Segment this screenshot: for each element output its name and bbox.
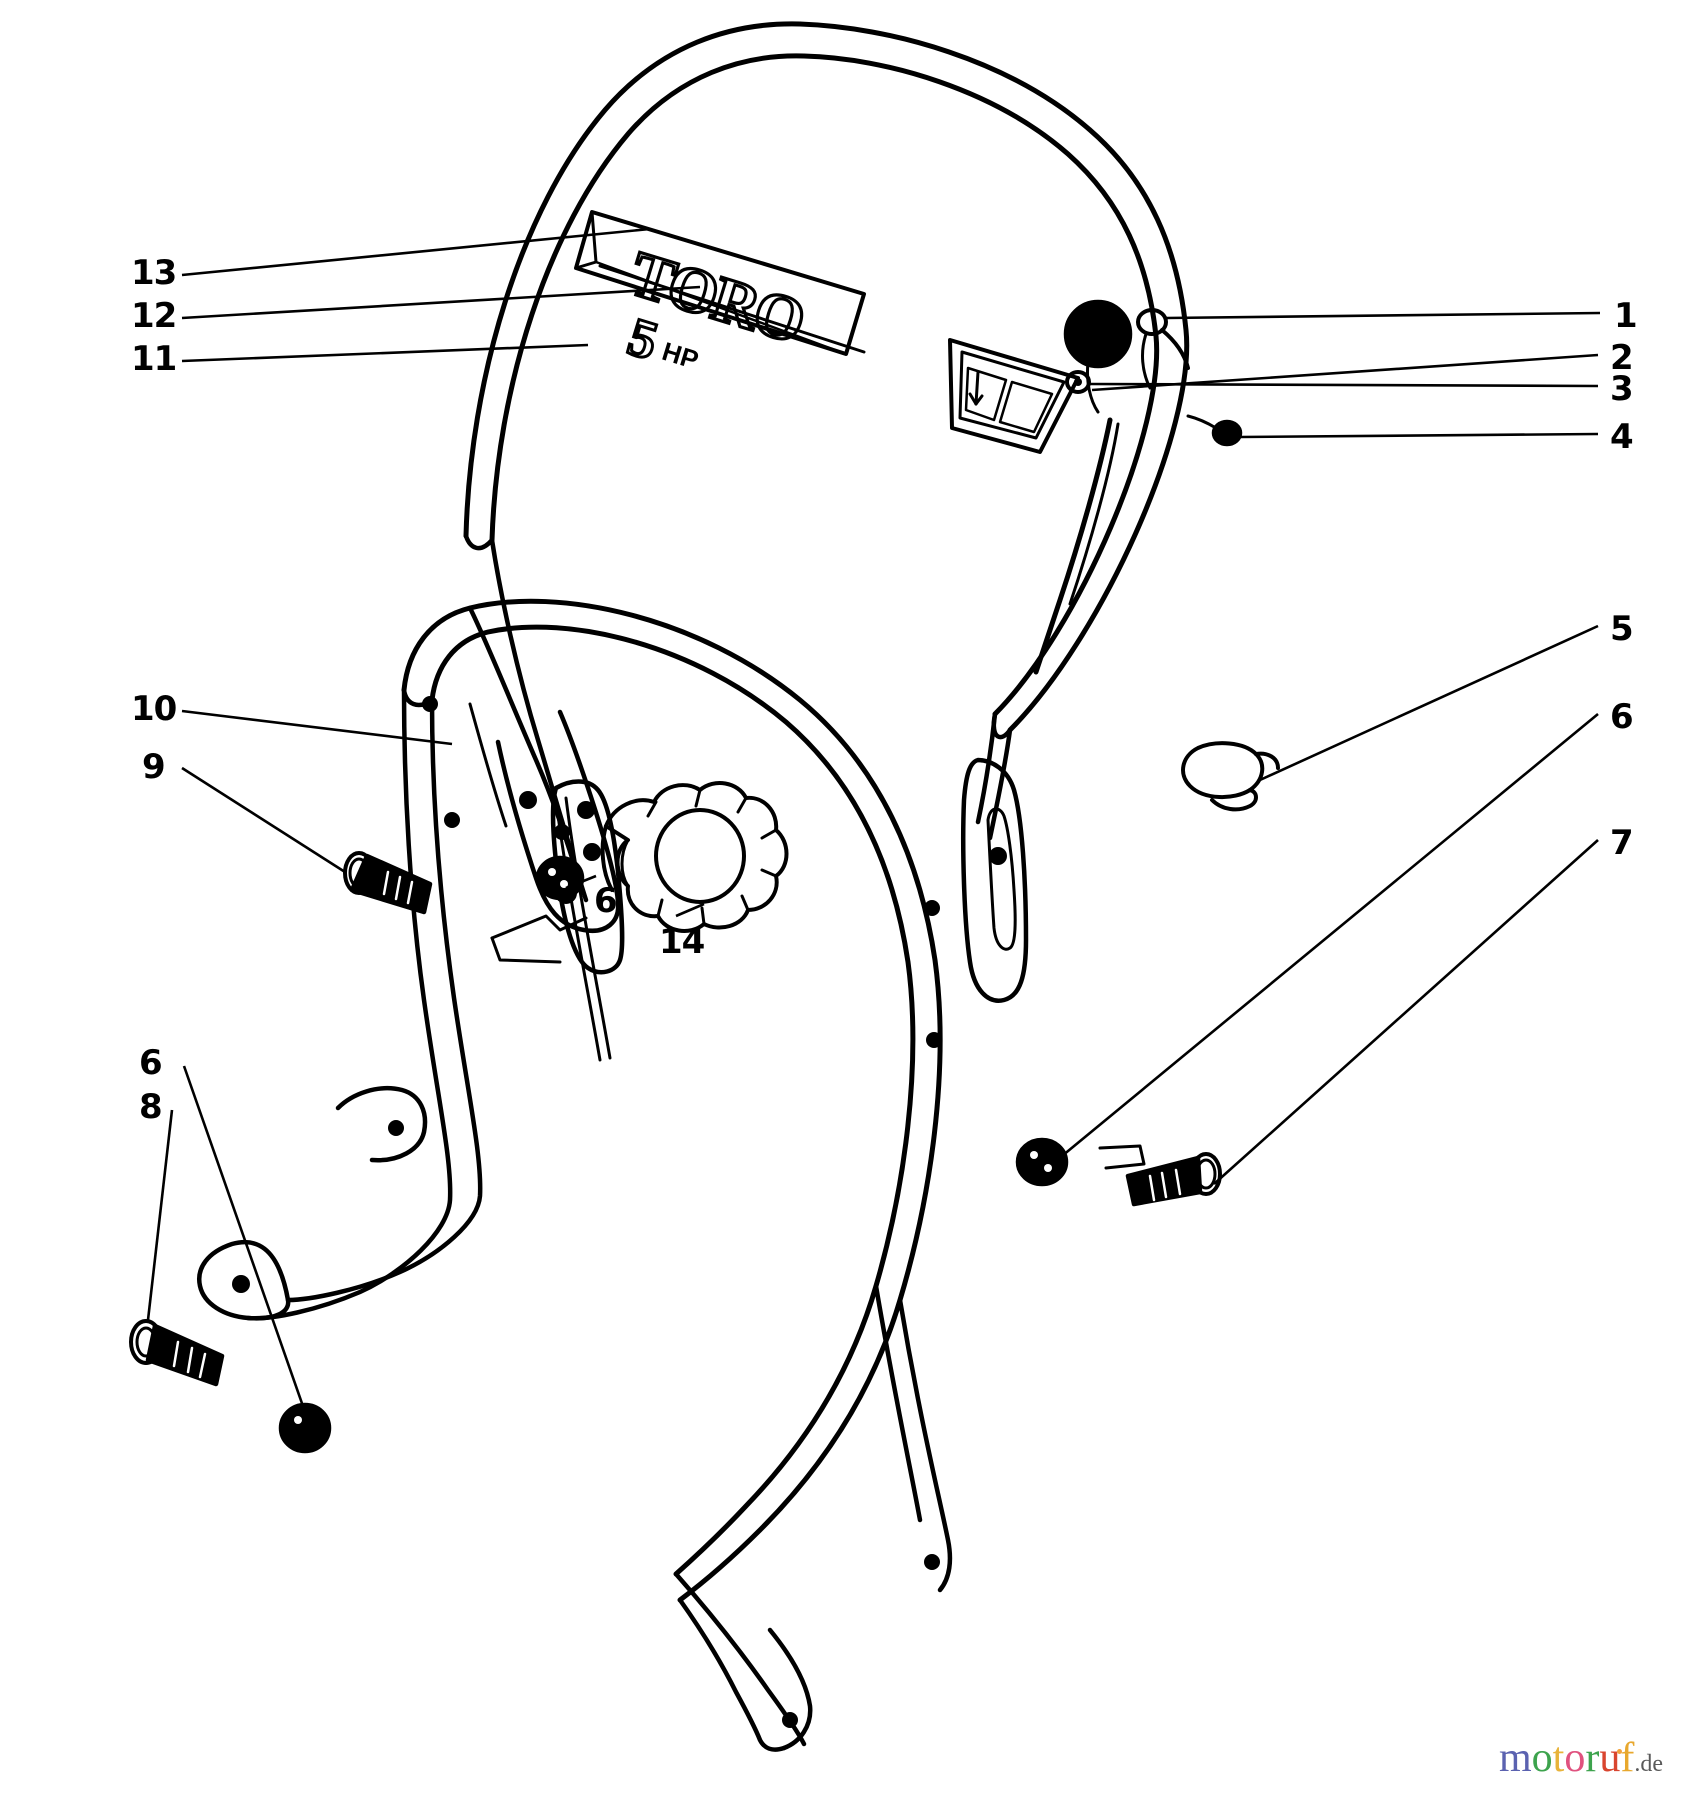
carriage-bolt-9 — [343, 851, 433, 915]
callout-9: 9 — [142, 747, 166, 787]
leader-8 — [146, 1109, 174, 1321]
callout-6-center: 6 — [594, 881, 618, 921]
callout-1: 1 — [1614, 296, 1638, 336]
watermark-accent-dot — [1617, 1749, 1622, 1754]
callout-6-right: 6 — [1610, 697, 1634, 737]
leader-10 — [181, 709, 453, 746]
callout-3: 3 — [1610, 369, 1634, 409]
lower-right-leg-inner — [897, 1297, 953, 1593]
callout-4: 4 — [1610, 417, 1634, 457]
upper-handle-tube — [463, 21, 1190, 733]
right-bracket-connector — [1098, 1144, 1146, 1170]
callout-14: 14 — [659, 922, 705, 962]
leader-13 — [181, 227, 651, 277]
leader-9 — [181, 766, 346, 874]
leader-6-right — [1061, 712, 1599, 1158]
lower-right-leg-inner2 — [873, 1283, 923, 1523]
callout-13: 13 — [131, 253, 177, 293]
callout-7: 7 — [1610, 823, 1634, 863]
left-hinge-plate — [335, 1085, 428, 1163]
watermark-letter-o2: o — [1564, 1735, 1586, 1781]
hex-nut-6-bottomleft — [278, 1402, 332, 1454]
control-cable-inner — [1068, 422, 1120, 606]
carriage-bolt-7 — [1125, 1152, 1222, 1207]
leader-4 — [1239, 432, 1599, 439]
leader-3 — [1089, 382, 1599, 388]
cable-clamp — [1181, 741, 1280, 812]
star-knob — [600, 781, 789, 933]
leader-5 — [1259, 624, 1599, 782]
watermark-letter-f: f — [1620, 1735, 1635, 1781]
upper-tube-left-cap — [463, 533, 495, 551]
control-cable — [1033, 417, 1113, 675]
hex-nut-6-right — [1015, 1137, 1069, 1187]
leader-lines — [146, 227, 1601, 1413]
leader-6-bottomleft — [182, 1065, 307, 1413]
toro-power-number: 5 — [621, 306, 664, 371]
watermark-letter-r: r — [1585, 1735, 1600, 1781]
watermark-letter-m: m — [1499, 1735, 1532, 1781]
right-handle-bracket — [924, 757, 1029, 1048]
watermark-letter-o1: o — [1531, 1735, 1553, 1781]
callout-5: 5 — [1610, 609, 1634, 649]
watermark-letter-u: u — [1599, 1735, 1621, 1781]
right-upright-tube — [975, 711, 1013, 841]
callout-10: 10 — [131, 689, 177, 729]
leader-6-center — [565, 874, 597, 890]
throttle-control-panel — [948, 338, 1080, 454]
leader-1 — [1165, 311, 1601, 320]
center-pivot-bolt — [535, 855, 585, 901]
left-bracket-connector — [490, 914, 588, 964]
callout-6-bottomleft: 6 — [139, 1043, 163, 1083]
throttle-cable-clip — [1136, 308, 1190, 390]
left-upright-tube — [467, 537, 589, 903]
callout-11: 11 — [131, 339, 177, 379]
lower-left-bracket — [197, 1239, 291, 1321]
panel-screw — [1065, 370, 1091, 394]
callout-12: 12 — [131, 296, 177, 336]
leader-14 — [675, 902, 705, 918]
toro-decal-text: TORO 5 HP — [620, 236, 813, 375]
lower-left-leg — [245, 687, 483, 1321]
toro-power-unit: HP — [659, 336, 702, 375]
panel-nut — [1186, 414, 1243, 447]
carriage-bolt-8 — [129, 1319, 225, 1387]
motoruf-watermark: motoruf.de — [1499, 1734, 1663, 1782]
bottom-flat-arm — [673, 1554, 940, 1752]
leader-11 — [181, 343, 589, 363]
callout-2: 2 — [1610, 338, 1634, 378]
leader-7 — [1213, 839, 1599, 1185]
lower-handle-tube — [401, 598, 943, 1603]
adjuster-rod — [554, 796, 612, 1062]
leader-12 — [181, 285, 701, 320]
decal-plate — [574, 210, 866, 356]
callout-8: 8 — [139, 1087, 163, 1127]
throttle-knob-ball — [1063, 299, 1133, 414]
watermark-letter-t: t — [1552, 1735, 1565, 1781]
watermark-suffix: .de — [1634, 1751, 1663, 1777]
